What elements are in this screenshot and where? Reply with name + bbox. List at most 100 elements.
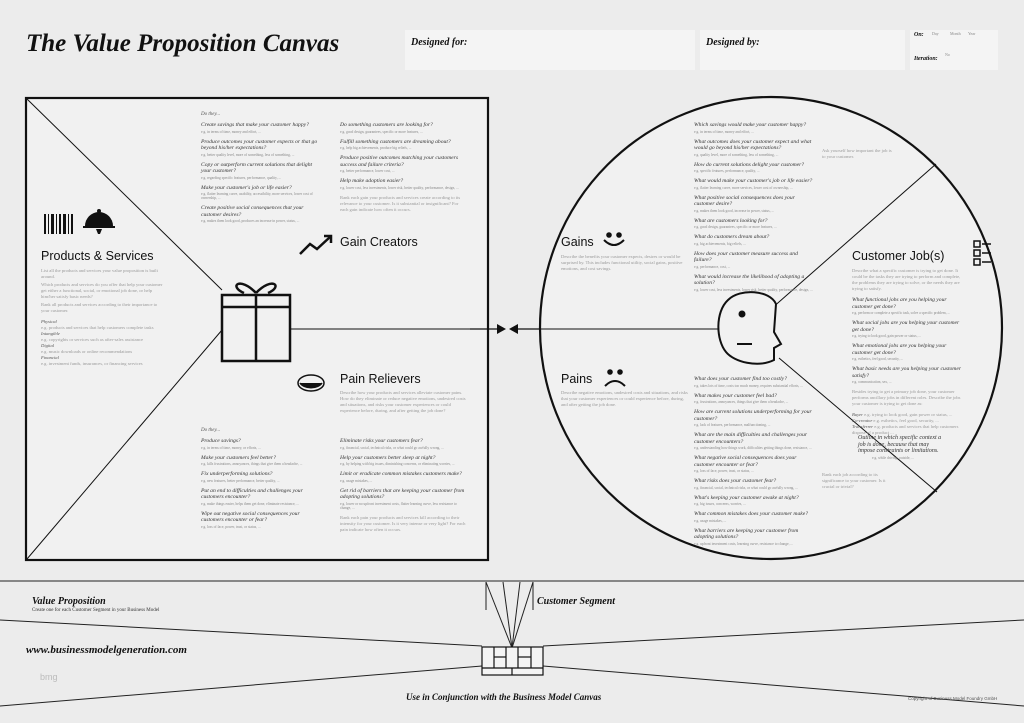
designed-for-label-2: Designed for:	[411, 37, 468, 48]
use-in-conjunction-label: Use in Conjunction with the Business Mod…	[406, 692, 602, 702]
gc-example: e.g. makes them look good, produces an i…	[201, 219, 300, 223]
gain-example: e.g. big achievements, big reliefs, ...	[694, 241, 746, 246]
job-role: Buyer e.g. trying to look good, gain pow…	[852, 412, 966, 418]
pr-example: e.g. in terms of time, money, or efforts…	[201, 445, 261, 450]
gain-question: How do current solutions delight your cu…	[694, 161, 805, 168]
pain-example: e.g. upfront investment costs, learning …	[694, 541, 794, 546]
gain-creators-questions-left: Create savings that make your customer h…	[201, 122, 323, 228]
checklist-icon	[973, 240, 991, 266]
gain-example: e.g. good design, guarantees, specific o…	[694, 225, 777, 229]
gains-questions: Which savings would make your customer h…	[694, 122, 816, 297]
products-services-text: List all the products and services your …	[41, 268, 166, 367]
customer-jobs-title: Customer Job(s)	[852, 249, 945, 263]
gc-question: Copy or outperform current solutions tha…	[201, 161, 313, 175]
gc-example: e.g. better quality level, more of somet…	[201, 152, 295, 157]
gains-intro: Describe the benefits your customer expe…	[561, 254, 683, 271]
day-label: Day	[932, 31, 939, 36]
value-proposition-sub: Create one for each Customer Segment in …	[32, 608, 160, 613]
job-role-text: e.g. trying to look good, gain power or …	[864, 412, 953, 417]
pain-example: e.g. big issues, concerns, worries, ...	[694, 502, 746, 506]
jobs-besides: Besides trying to get a primary job done…	[852, 389, 961, 406]
gain-creators-title: Gain Creators	[340, 235, 418, 249]
gain-creators-questions-right: Do something customers are looking for?e…	[340, 122, 465, 218]
jobs-context: Outline in which specific context a job …	[858, 435, 942, 454]
ps-item-text: e.g. investment funds, insurances, or fi…	[41, 361, 143, 366]
year-label: Year	[968, 31, 976, 36]
job-example: e.g. communication, sex, ...	[852, 380, 892, 384]
gc-example: e.g. regarding specific features, perfor…	[201, 175, 282, 180]
pr-example: e.g. usage mistakes, ...	[340, 478, 373, 483]
trend-up-icon	[299, 234, 333, 255]
gc-question: Create savings that make your customer h…	[201, 122, 309, 128]
gain-question: What do customers dream about?	[694, 234, 770, 240]
ps-item-label: Intangible	[41, 331, 60, 336]
funnel-lines	[0, 580, 1024, 707]
no-label: No	[945, 52, 950, 57]
gain-creators-do-this: Do they...	[201, 112, 221, 117]
pain-relievers-title: Pain Relievers	[340, 372, 421, 386]
job-question: What basic needs are you helping your cu…	[852, 366, 962, 379]
diagonal-top	[26, 98, 223, 291]
ps-text-1: List all the products and services your …	[41, 268, 158, 279]
gc-question: Do something customers are looking for?	[340, 122, 433, 128]
gain-question: What positive social consequences does y…	[694, 194, 795, 208]
date-field[interactable]	[910, 30, 998, 70]
gain-question: What are customers looking for?	[694, 217, 768, 224]
pain-example: e.g. usage mistakes, ...	[694, 518, 727, 523]
pain-example: e.g. loss of face, power, trust, or stat…	[694, 469, 754, 473]
pr-question: Make your customers feel better?	[201, 454, 276, 461]
job-role: Transferrer e.g. products and services t…	[852, 424, 966, 436]
pain-question: What are the main difficulties and chall…	[694, 432, 808, 445]
job-role-text: e.g. products and services that help cus…	[852, 424, 959, 435]
bmc-mini-icon	[481, 646, 544, 676]
website-link[interactable]: www.businessmodelgeneration.com	[26, 644, 187, 656]
gain-question: What outcomes does your customer expect …	[694, 138, 812, 152]
pr-question: Produce savings?	[201, 438, 241, 444]
gc-example: e.g. good design, guarantees, specific o…	[340, 129, 423, 134]
pain-question: What risks does your customer fear?	[694, 478, 777, 484]
job-example: e.g. perform or complete a specific task…	[852, 311, 951, 315]
gc-example: e.g. flatter learning curve, usability, …	[201, 192, 313, 200]
customer-jobs-text: Describe what a specific customer is try…	[852, 268, 966, 436]
pain-question: What's keeping your customer awake at ni…	[694, 494, 799, 501]
gc-rank-text: Rank each gain your products and service…	[340, 194, 461, 212]
job-role-label: Buyer	[852, 412, 863, 417]
gain-example: e.g. quality level, more of something, l…	[694, 152, 779, 157]
ps-item-text: e.g. music downloads or online recommend…	[41, 349, 133, 354]
gc-example: e.g. lower cost, less investments, lower…	[340, 185, 459, 190]
month-label: Month	[950, 31, 961, 36]
job-role-label: Transferrer	[852, 424, 874, 429]
gain-example: e.g. specific features, performance, qua…	[694, 169, 760, 173]
job-question: What emotional jobs are you helping your…	[852, 343, 947, 356]
ps-item-label: Physical	[41, 319, 57, 324]
ps-item-text: e.g. products and services that help cus…	[41, 325, 154, 330]
bmg-logo: bmg	[40, 672, 58, 682]
ps-item-label: Digital	[41, 343, 55, 348]
gc-question: Make your customer's job or life easier?	[201, 184, 292, 191]
pr-example: e.g. kills frustrations, annoyances, thi…	[201, 462, 303, 466]
circle-diagonal-bottom	[778, 357, 938, 493]
diagonal-bottom	[26, 329, 223, 560]
pains-intro: Describe negative emotions, undesired co…	[561, 390, 688, 407]
gc-question: Produce positive outcomes matching your …	[340, 155, 459, 168]
pain-question: What makes your customer feel bad?	[694, 392, 777, 399]
arrow-right	[497, 324, 506, 334]
designed-by-field[interactable]	[700, 30, 905, 70]
pain-question: What negative social consequences does y…	[694, 455, 797, 468]
gain-question: What would make your customer's job or l…	[694, 178, 813, 184]
gain-example: e.g. makes them look good, increase in p…	[694, 208, 775, 213]
designed-for-field[interactable]	[405, 30, 695, 70]
jobs-context-example: e.g. while driving, outside, ...	[872, 456, 915, 460]
copyright: Copyright of Business Model Foundry GmbH	[908, 696, 998, 701]
pain-question: What barriers are keeping your customer …	[694, 527, 799, 541]
job-role-text: e.g. esthetics, feel good, security, ...	[873, 418, 939, 423]
pain-relievers-questions-left: Produce savings?e.g. in terms of time, m…	[201, 438, 323, 534]
pain-example: e.g. understanding how things work, diff…	[694, 446, 812, 450]
smile-icon	[603, 232, 625, 246]
gc-example: e.g. help big achievements, produce big …	[340, 146, 412, 150]
pr-question: Limit or eradicate common mistakes custo…	[340, 471, 462, 477]
pain-question: What does your customer find too costly?	[694, 376, 787, 382]
